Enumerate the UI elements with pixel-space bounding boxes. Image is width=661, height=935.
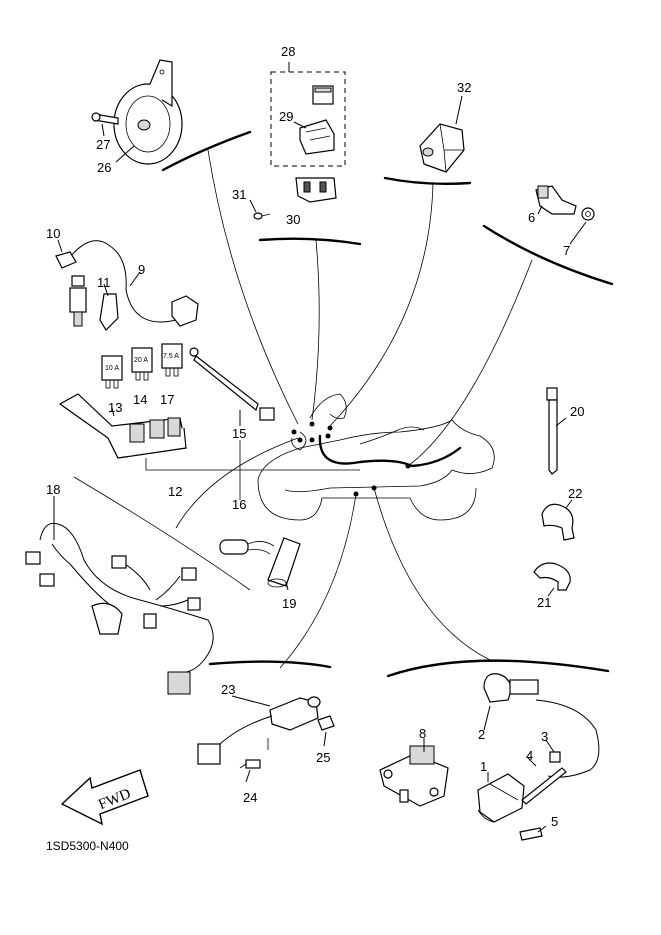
group-line-sensor-right: [482, 224, 614, 286]
callout-3: 3: [541, 729, 548, 744]
callout-5: 5: [551, 814, 558, 829]
fuse-20a-label: 20 A: [134, 357, 148, 364]
relay-bracket-icon: [295, 177, 337, 203]
fuse-box-icon: [58, 393, 187, 459]
cable-tie-icon: [546, 387, 558, 475]
callout-10: 10: [46, 226, 60, 241]
callout-20: 20: [570, 404, 584, 419]
group-line-sensor-top: [383, 176, 472, 186]
fuse-10a-icon: 10 A: [101, 355, 123, 389]
sensor-lead-icon: [55, 240, 199, 331]
connector-cap-icon: [219, 539, 275, 555]
callout-31: 31: [232, 187, 246, 202]
fuse-20a-icon: 20 A: [131, 347, 153, 381]
diagram-code: 1SD5300-N400: [46, 839, 129, 853]
relay-dashed-box: [270, 71, 346, 167]
relay-icon: [299, 85, 335, 155]
callout-6: 6: [528, 210, 535, 225]
group-line-clamp: [258, 237, 362, 246]
callout-27: 27: [96, 137, 110, 152]
callout-18: 18: [46, 482, 60, 497]
callout-1: 1: [480, 759, 487, 774]
callout-15: 15: [232, 426, 246, 441]
forward-arrow-icon: FWD: [60, 769, 149, 826]
callout-24: 24: [243, 790, 257, 805]
callout-4: 4: [526, 748, 533, 763]
wire-harness-icon: [25, 522, 214, 695]
leader-32: [329, 181, 434, 427]
leader-18: [175, 437, 299, 529]
callout-numbers: 1 2 3 4 5 6 7 8 9 10 11 12 13 14 15 16 1…: [46, 44, 584, 829]
bolt-4-icon: [521, 767, 567, 805]
callout-7: 7: [563, 243, 570, 258]
fuse-7-5a-icon: 7.5 A: [161, 343, 183, 377]
leader-horn: [207, 149, 299, 425]
motorcycle-outline: [257, 393, 495, 521]
leader-clamp: [311, 239, 320, 421]
callout-14: 14: [133, 392, 147, 407]
callout-2: 2: [478, 727, 485, 742]
sensor-2-icon: [483, 673, 600, 778]
group-line-left-harness: [73, 476, 251, 591]
switch-sensor-icon: [535, 185, 595, 221]
callout-29: 29: [279, 109, 293, 124]
callout-13: 13: [108, 400, 122, 415]
group-line-horn: [161, 130, 252, 172]
callout-16: 16: [232, 497, 246, 512]
fuse-7-5a-label: 7.5 A: [163, 353, 179, 360]
leader-bottom-left: [279, 493, 357, 669]
callout-30: 30: [286, 212, 300, 227]
clamp-22-icon: [541, 503, 575, 541]
group-line-bottom-left: [208, 660, 332, 669]
callout-8: 8: [419, 726, 426, 741]
screw-5-icon: [519, 827, 543, 841]
callout-28: 28: [281, 44, 295, 59]
coil-1-icon: [477, 773, 525, 823]
callout-25: 25: [316, 750, 330, 765]
callout-26: 26: [97, 160, 111, 175]
clamp-21-icon: [533, 562, 571, 591]
callout-21: 21: [537, 595, 551, 610]
group-line-bottom-right: [386, 659, 610, 678]
lead-wire-icon: [189, 347, 275, 421]
callout-32: 32: [457, 80, 471, 95]
callout-19: 19: [282, 596, 296, 611]
leader-bottom-right: [373, 487, 491, 661]
callout-23: 23: [221, 682, 235, 697]
leader-6: [407, 259, 533, 467]
housing-8-icon: [379, 745, 449, 807]
sensor-32-icon: [419, 123, 465, 173]
callout-9: 9: [138, 262, 145, 277]
sensor-assembly-icon: [197, 696, 335, 769]
tube-sleeve-icon: [267, 537, 301, 588]
callout-11: 11: [97, 275, 111, 290]
screw-icon: [253, 212, 271, 220]
callout-12: 12: [168, 484, 182, 499]
horn-icon: [91, 59, 183, 165]
callout-17: 17: [160, 392, 174, 407]
grommet-3-icon: [549, 751, 561, 763]
fuse-10a-label: 10 A: [105, 365, 119, 372]
leader-12: [145, 458, 360, 471]
callout-22: 22: [568, 486, 582, 501]
